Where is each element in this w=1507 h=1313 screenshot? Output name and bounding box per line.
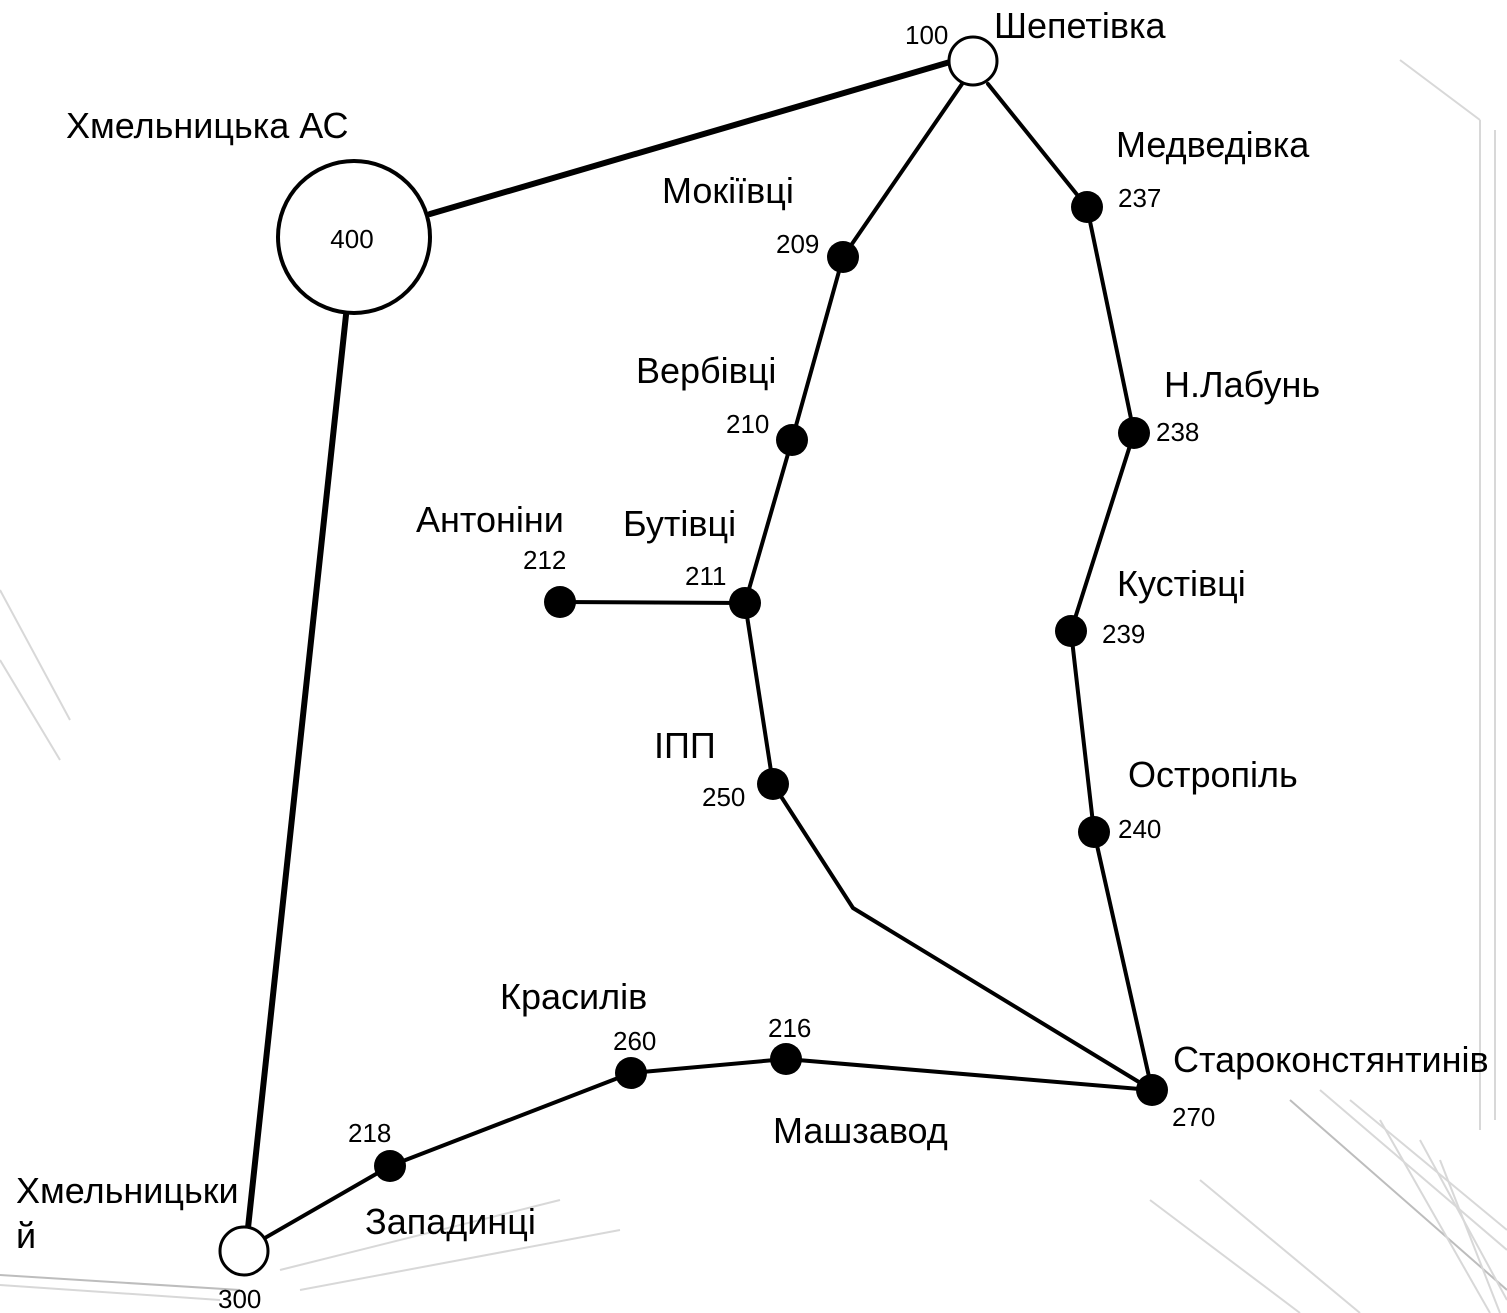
edge-240-270 xyxy=(1092,830,1154,1092)
node-237-number: 237 xyxy=(1118,183,1161,213)
node-211-dot xyxy=(729,587,761,619)
node-300-number: 300 xyxy=(218,1284,261,1313)
node-238-dot xyxy=(1118,417,1150,449)
edge-260-218 xyxy=(388,1071,633,1168)
node-209-number: 209 xyxy=(776,229,819,259)
node-216-dot xyxy=(770,1043,802,1075)
node-239-number: 239 xyxy=(1102,619,1145,649)
node-240-name: Остропіль xyxy=(1128,754,1298,795)
node-216-name: Машзавод xyxy=(773,1110,948,1151)
node-239-dot xyxy=(1055,615,1087,647)
node-300-name-line1: Хмельницьки xyxy=(16,1170,239,1211)
node-100-circle xyxy=(947,35,999,87)
node-211-name: Бутівці xyxy=(623,503,736,544)
edge-238-239 xyxy=(1069,431,1136,633)
background-decoration xyxy=(0,59,1507,1313)
edge-239-240 xyxy=(1069,629,1096,834)
node-209-dot xyxy=(827,241,859,273)
node-212-name: Антоніни xyxy=(416,499,564,540)
node-300-name-line2: й xyxy=(16,1215,36,1256)
node-210-dot xyxy=(776,424,808,456)
node-260-name: Красилів xyxy=(500,976,647,1017)
node-names: Хмельницька АС Шепетівка Хмельницьки й М… xyxy=(16,5,1489,1256)
node-400-name: Хмельницька АС xyxy=(66,105,349,146)
node-218-name: Западинці xyxy=(365,1201,536,1242)
edge-400-300 xyxy=(245,312,349,1231)
node-240-number: 240 xyxy=(1118,814,1161,844)
node-250-number: 250 xyxy=(702,782,745,812)
node-260-number: 260 xyxy=(613,1026,656,1056)
node-100-number: 100 xyxy=(905,20,948,50)
node-211-number: 211 xyxy=(685,561,726,591)
node-270-name: Староконстянтинів xyxy=(1173,1039,1489,1080)
node-238-name: Н.Лабунь xyxy=(1164,364,1320,405)
edge-100-209 xyxy=(841,82,964,259)
node-239-name: Кустівці xyxy=(1117,563,1246,604)
edge-400-100 xyxy=(427,59,953,217)
node-270-number: 270 xyxy=(1172,1102,1215,1132)
edge-270-216 xyxy=(784,1057,1154,1092)
node-270-dot xyxy=(1136,1074,1168,1106)
edge-211-212 xyxy=(558,600,747,605)
node-210-name: Вербівці xyxy=(636,350,776,391)
node-212-dot xyxy=(544,586,576,618)
node-250-name: ІПП xyxy=(654,725,716,766)
node-209-name: Мокіївці xyxy=(662,170,794,211)
node-100-name: Шепетівка xyxy=(994,5,1166,46)
node-400-number: 400 xyxy=(330,224,373,254)
node-237-name: Медведівка xyxy=(1116,124,1310,165)
node-237-dot xyxy=(1071,191,1103,223)
edge-237-238 xyxy=(1085,205,1136,435)
node-212-number: 212 xyxy=(523,545,566,575)
edge-100-237 xyxy=(986,82,1089,209)
node-238-number: 238 xyxy=(1156,417,1199,447)
edge-211-250 xyxy=(743,601,775,786)
node-400-circle xyxy=(276,159,432,315)
node-250-dot xyxy=(757,768,789,800)
edge-210-211 xyxy=(743,438,794,605)
edges xyxy=(242,59,1154,1252)
node-210-number: 210 xyxy=(726,409,769,439)
edge-218-300 xyxy=(242,1164,392,1252)
node-300-circle xyxy=(218,1225,270,1277)
node-240-dot xyxy=(1078,816,1110,848)
node-216-number: 216 xyxy=(768,1013,811,1043)
nodes xyxy=(218,35,1168,1277)
edge-250-270 xyxy=(771,782,1154,1092)
node-numbers: 400 100 300 209 210 211 212 250 237 238 … xyxy=(218,20,1215,1313)
node-260-dot xyxy=(615,1057,647,1089)
edge-209-210 xyxy=(790,255,845,442)
node-218-number: 218 xyxy=(348,1118,391,1148)
node-218-dot xyxy=(374,1150,406,1182)
edge-216-260 xyxy=(629,1057,788,1075)
